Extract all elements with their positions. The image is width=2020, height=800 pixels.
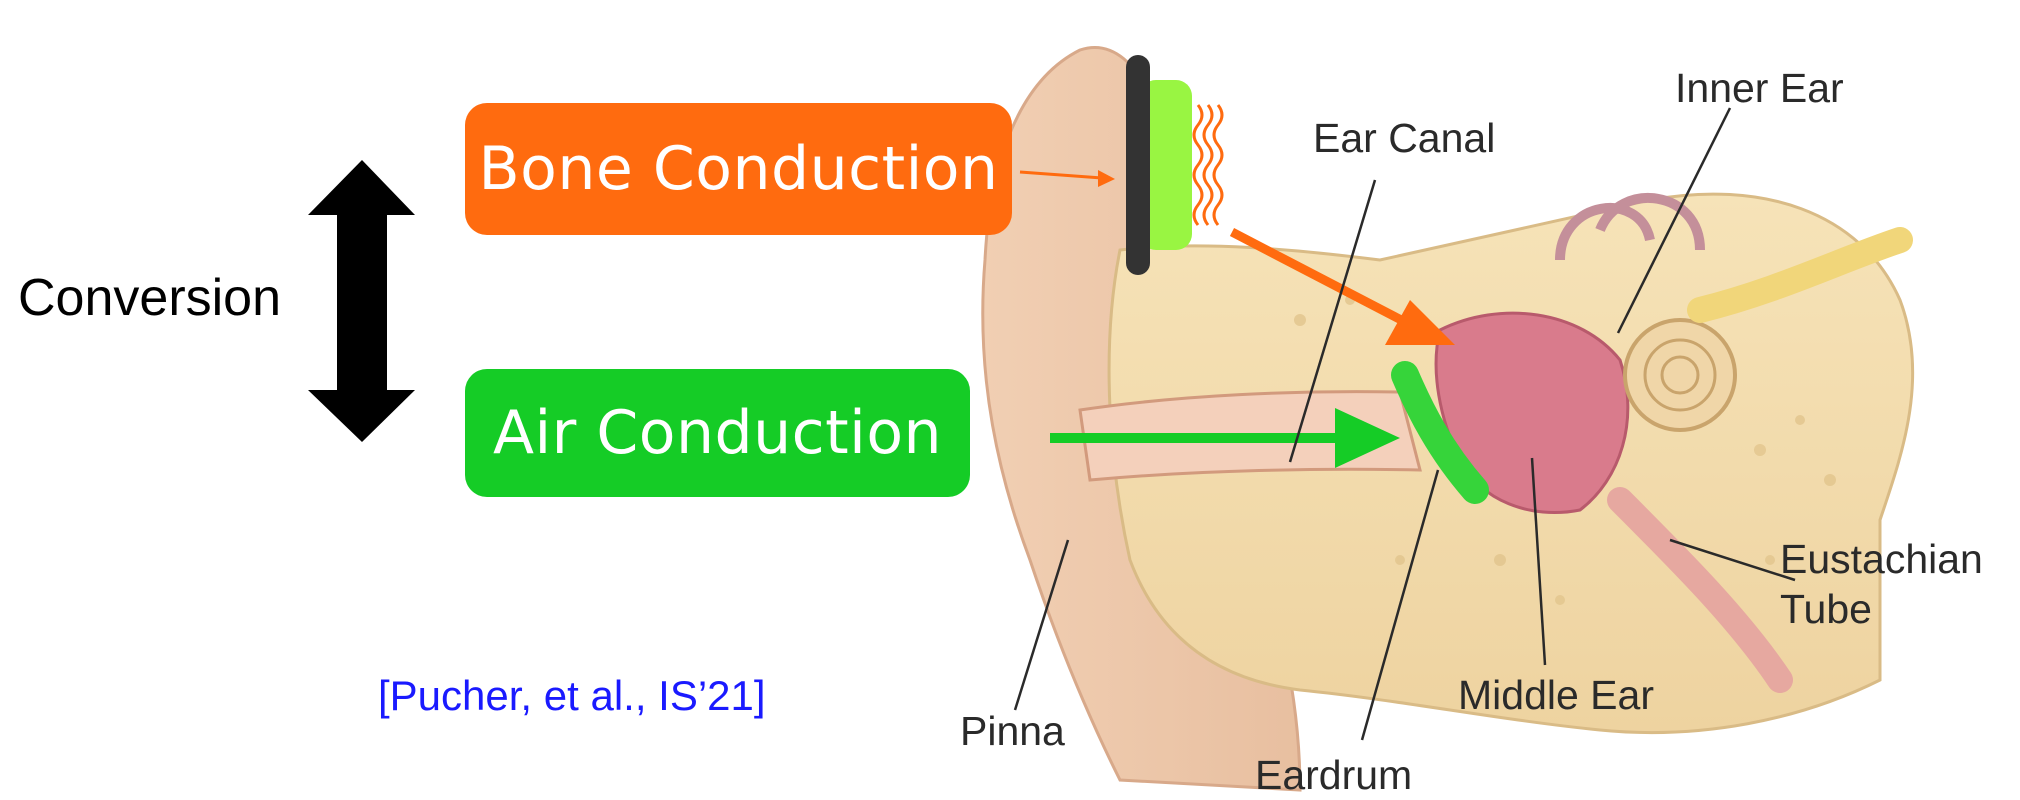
conversion-label: Conversion xyxy=(18,268,281,328)
eustachian-label-line2: Tube xyxy=(1780,586,1872,633)
middle-ear-label: Middle Ear xyxy=(1458,672,1654,719)
ear-canal-label: Ear Canal xyxy=(1313,115,1495,162)
transducer-bar xyxy=(1126,55,1150,275)
pinna-label: Pinna xyxy=(960,708,1065,755)
conversion-double-arrow xyxy=(308,160,415,442)
eustachian-label-line1: Eustachian xyxy=(1780,536,1983,583)
inner-ear-label: Inner Ear xyxy=(1675,65,1844,112)
citation-text: [Pucher, et al., IS’21] xyxy=(378,672,766,720)
cochlea-shape xyxy=(1625,320,1735,430)
bone-conduction-box: Bone Conduction xyxy=(465,103,1012,235)
vibration-waves xyxy=(1194,105,1222,225)
air-conduction-box: Air Conduction xyxy=(465,369,970,497)
eardrum-label: Eardrum xyxy=(1255,752,1412,799)
